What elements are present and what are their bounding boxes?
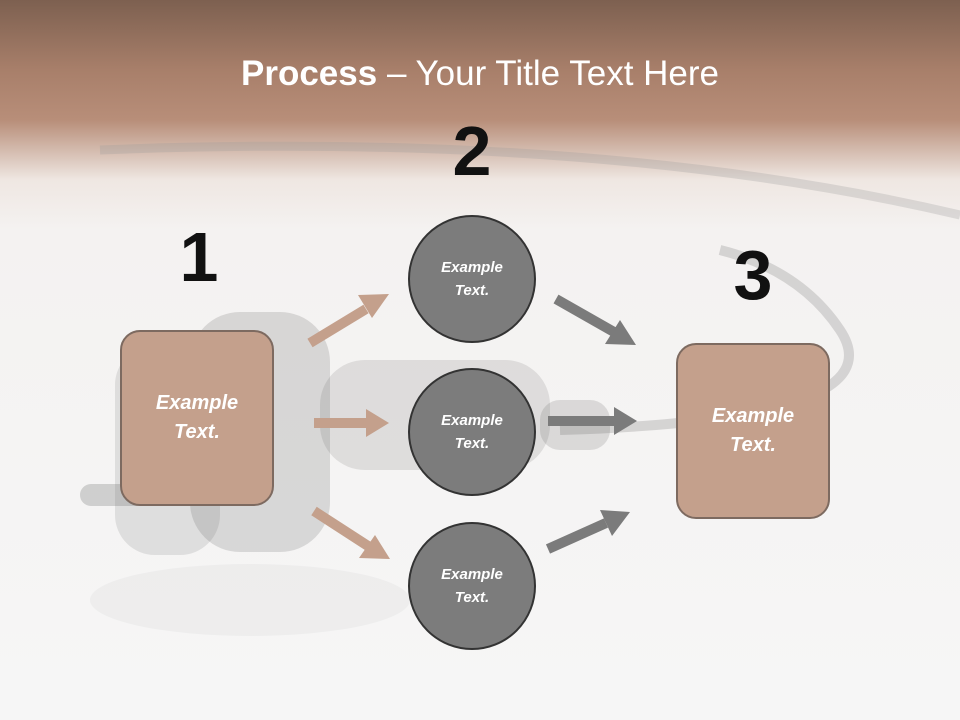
arrow-1-to-bottom: [311, 506, 390, 559]
arrow-1-to-middle: [314, 409, 389, 437]
step-2-circle-bottom: Example Text.: [408, 522, 536, 650]
title-bold-part: Process: [241, 54, 378, 93]
step-2-circle-middle: Example Text.: [408, 368, 536, 496]
arrow-top-to-3: [553, 294, 636, 345]
slide-title: Process – Your Title Text Here: [0, 52, 960, 96]
step-number-1: 1: [179, 218, 219, 296]
step-3-box: Example Text.: [676, 343, 830, 519]
step-number-2: 2: [452, 112, 492, 190]
step-number-3: 3: [733, 236, 773, 314]
step-2-circle-top: Example Text.: [408, 215, 536, 343]
arrow-bottom-to-3: [545, 510, 630, 554]
arrow-middle-to-3: [548, 407, 637, 435]
arrow-1-to-top: [307, 294, 389, 348]
title-rest-part: – Your Title Text Here: [377, 54, 719, 93]
step-1-box: Example Text.: [120, 330, 274, 506]
